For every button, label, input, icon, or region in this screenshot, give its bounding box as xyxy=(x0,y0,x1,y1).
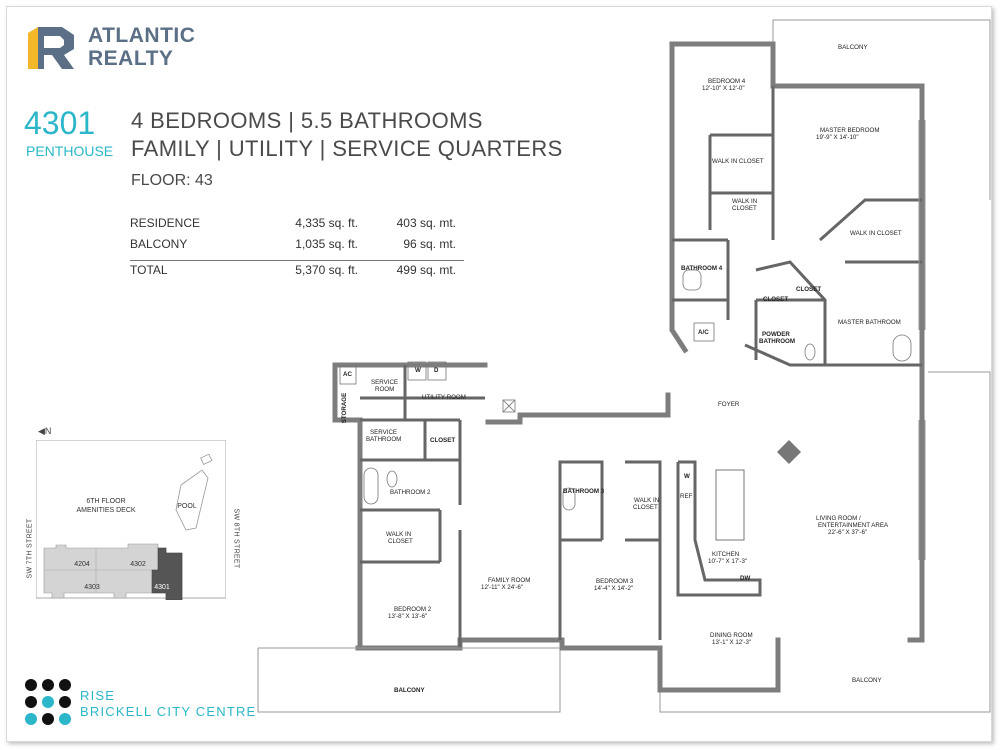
bedroom-2-label: BEDROOM 2 xyxy=(394,606,432,613)
service-room-label: SERVICE xyxy=(371,379,399,386)
unit-type: PENTHOUSE xyxy=(26,143,114,159)
walk-in-bed3-label-2: CLOSET xyxy=(633,504,658,511)
area-row: RESIDENCE 4,335 sq. ft. 403 sq. mt. xyxy=(130,214,464,235)
area-table: RESIDENCE 4,335 sq. ft. 403 sq. mt. BALC… xyxy=(130,214,464,285)
keyplan-pool: POOL xyxy=(177,503,197,510)
bedroom-3-label: BEDROOM 3 xyxy=(596,578,634,585)
bedroom-2-dim: 13'-8" X 13'-6" xyxy=(388,613,428,620)
balcony-right-label: BALCONY xyxy=(852,677,882,684)
walk-in-closet-bed2-label-2: CLOSET xyxy=(388,538,413,545)
north-label: N xyxy=(44,426,52,436)
balcony-left-label: BALCONY xyxy=(394,687,425,694)
washer-label: W xyxy=(415,367,421,374)
dining-room-dim: 13'-1" X 12'-3" xyxy=(712,639,752,646)
brand-line-2: REALTY xyxy=(88,47,174,70)
keyplan-unit: 4303 xyxy=(84,584,100,591)
unit-rooms: 4 BEDROOMS | 5.5 BATHROOMS xyxy=(131,108,483,133)
kitchen-label: KITCHEN xyxy=(712,551,740,558)
rise-line-2: BRICKELL CITY CENTRE xyxy=(80,704,257,719)
unit-number: 4301 xyxy=(24,105,96,141)
entertainment-area-label: ENTERTAINMENT AREA xyxy=(818,522,889,529)
area-total-row: TOTAL 5,370 sq. ft. 499 sq. mt. xyxy=(130,260,464,285)
walk-in-closet-master-label: WALK IN CLOSET xyxy=(850,230,902,237)
powder-label: POWDER xyxy=(762,331,790,338)
dining-room-label: DINING ROOM xyxy=(710,632,753,639)
master-bedroom-label: MASTER BEDROOM xyxy=(820,127,880,134)
walk-in-bed3-label: WALK IN xyxy=(634,497,660,504)
walk-in-closet-label: WALK IN CLOSET xyxy=(712,158,764,165)
bathroom-2-label: BATHROOM 2 xyxy=(390,489,431,496)
balcony-top-label: BALCONY xyxy=(838,44,868,51)
foyer-label: FOYER xyxy=(718,401,740,408)
bedroom-4-label: BEDROOM 4 xyxy=(708,78,746,85)
keyplan-deck-line2: AMENITIES DECK xyxy=(76,507,136,514)
brand-line-1: ATLANTIC xyxy=(88,24,196,47)
atlantic-realty-logo-icon xyxy=(28,27,74,69)
area-total-sqft: 5,370 sq. ft. xyxy=(295,263,358,277)
page-frame xyxy=(6,6,992,742)
service-bathroom-label: SERVICE xyxy=(370,429,398,436)
service-room-label-2: ROOM xyxy=(375,386,395,393)
dw-label: DW xyxy=(740,575,751,582)
kitchen-dim: 10'-7" X 17'-3" xyxy=(708,558,748,565)
area-total-sqm: 499 sq. mt. xyxy=(396,263,456,277)
ac-label: A/C xyxy=(698,329,709,336)
service-bathroom-label-2: BATHROOM xyxy=(366,436,402,443)
rise-logo-icon xyxy=(25,679,71,725)
area-row: BALCONY 1,035 sq. ft. 96 sq. mt. xyxy=(130,235,464,256)
keyplan-unit: 4302 xyxy=(130,561,146,568)
area-sqft: 4,335 sq. ft. xyxy=(295,216,358,230)
rise-line-1: RISE xyxy=(80,688,116,703)
ref-label: REF xyxy=(680,493,693,500)
walk-in-label: WALK IN xyxy=(732,198,758,205)
living-room-dim: 22'-6" X 37'-6" xyxy=(828,529,868,536)
bathroom-4-label: BATHROOM 4 xyxy=(681,265,723,272)
master-bedroom-dim: 19'-9" X 14'-10" xyxy=(816,134,859,141)
area-name: BALCONY xyxy=(130,237,188,251)
storage-label: STORAGE xyxy=(341,392,349,424)
area-sqft: 1,035 sq. ft. xyxy=(295,237,358,251)
bathroom-3-label: BATHROOM 3 xyxy=(563,488,605,495)
ac-service-label: AC xyxy=(343,371,352,378)
key-plan xyxy=(36,440,226,600)
unit-features: FAMILY | UTILITY | SERVICE QUARTERS xyxy=(131,136,563,161)
bedroom-3-dim: 14'-4" X 14'-2" xyxy=(594,585,634,592)
area-name: RESIDENCE xyxy=(130,216,201,230)
north-indicator: ◀N xyxy=(38,426,52,436)
family-room-label: FAMILY ROOM xyxy=(488,577,531,584)
walk-in-closet-bed2-label: WALK IN xyxy=(386,531,412,538)
area-sqm: 403 sq. mt. xyxy=(396,216,456,230)
closet-b-label: CLOSET xyxy=(796,286,822,293)
unit-floor: FLOOR: 43 xyxy=(131,172,213,189)
kitchen-w-label: W xyxy=(684,473,690,480)
closet-c-label: CLOSET xyxy=(430,437,456,444)
master-bathroom-label: MASTER BATHROOM xyxy=(838,319,901,326)
closet-a-label: CLOSET xyxy=(763,296,789,303)
rise-wordmark: RISE BRICKELL CITY CENTRE xyxy=(80,688,256,720)
living-room-label: LIVING ROOM / xyxy=(816,515,861,522)
brand-name: ATLANTIC REALTY xyxy=(88,24,195,70)
area-total-name: TOTAL xyxy=(130,263,168,277)
dryer-label: D xyxy=(434,367,439,374)
area-sqm: 96 sq. mt. xyxy=(403,237,456,251)
keyplan-unit: 4204 xyxy=(74,561,90,568)
keyplan-unit: 4301 xyxy=(154,584,170,591)
closet-label: CLOSET xyxy=(732,205,757,212)
family-room-dim: 12'-11" X 24'-6" xyxy=(481,584,524,591)
keyplan-deck-line1: 6TH FLOOR xyxy=(86,498,126,505)
powder-bathroom-label: BATHROOM xyxy=(759,338,795,345)
bedroom-4-dim: 12'-10" X 12'-0" xyxy=(702,85,745,92)
utility-room-label: UTILITY ROOM xyxy=(422,394,466,401)
